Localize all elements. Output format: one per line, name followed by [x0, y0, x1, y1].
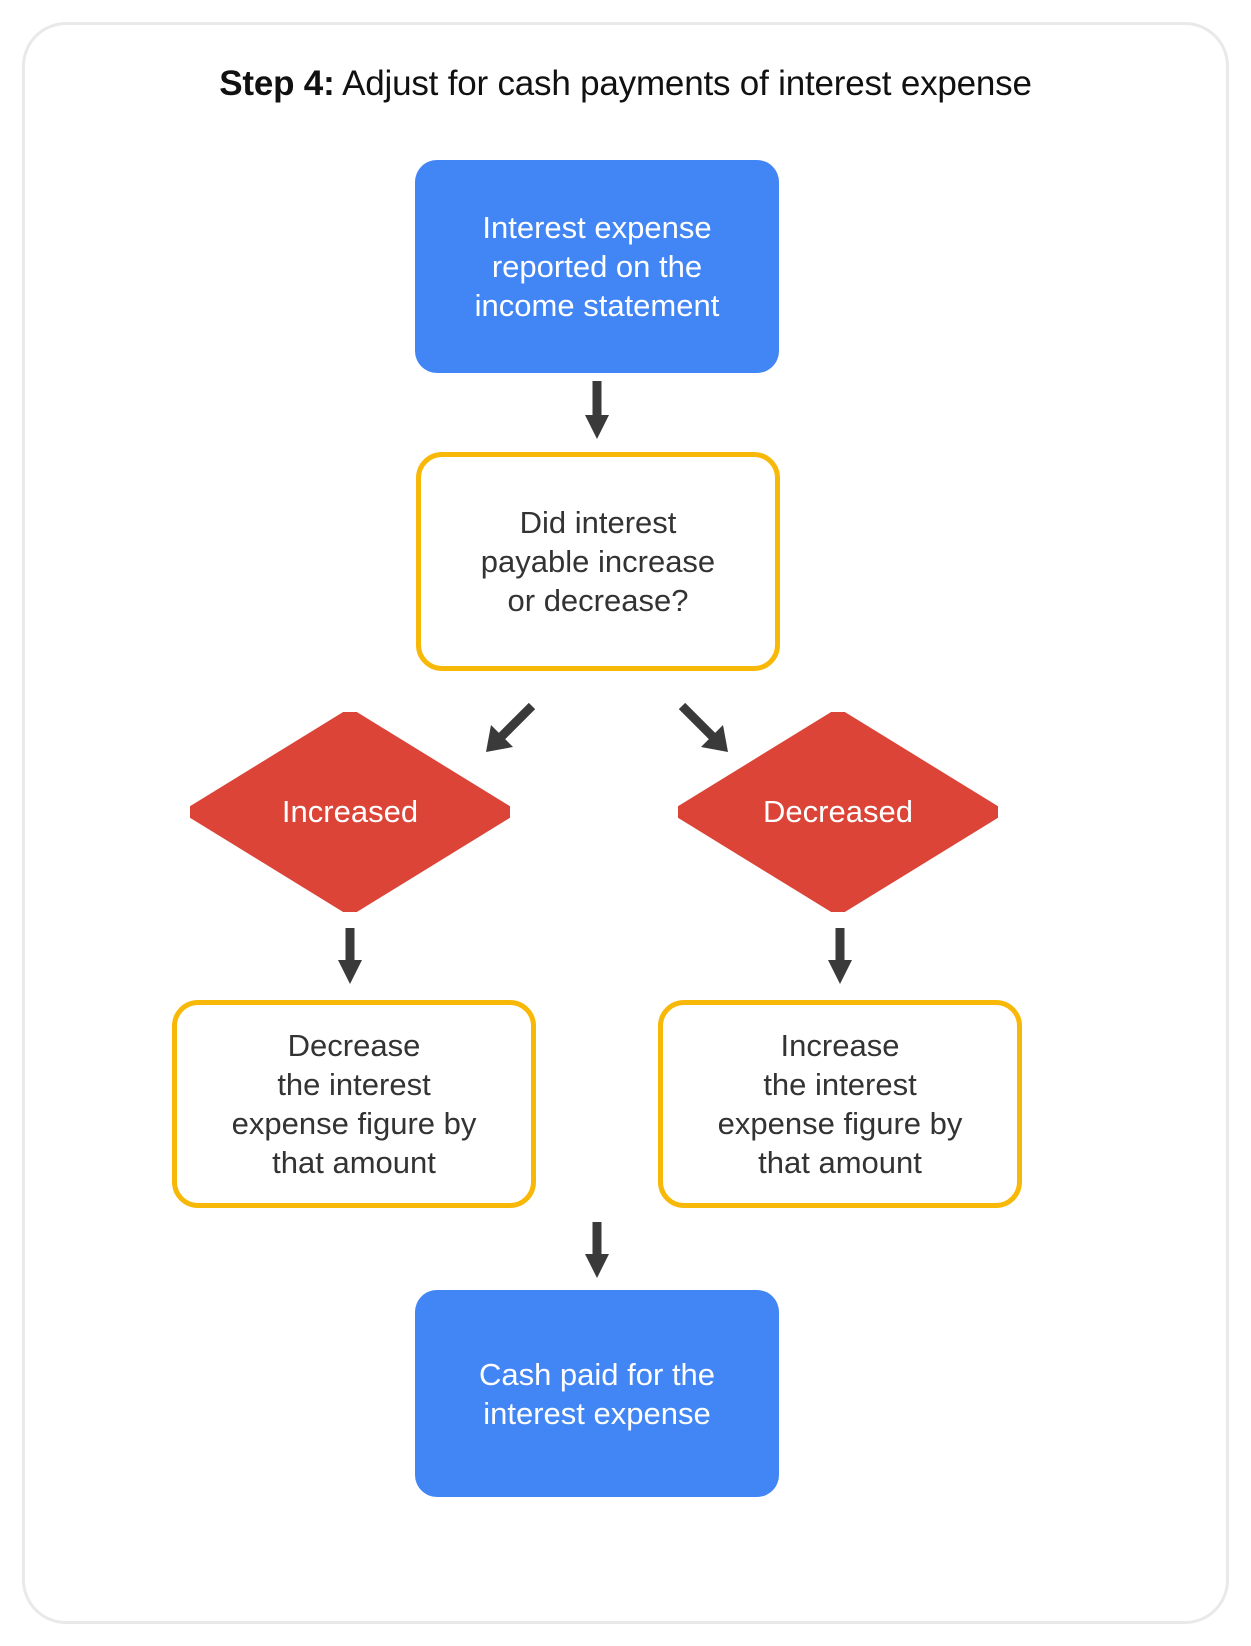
- arrow-down-icon: [583, 381, 611, 441]
- arrow-down-left-icon: [480, 700, 538, 758]
- title-rest: Adjust for cash payments of interest exp…: [334, 64, 1032, 103]
- node-cash-paid[interactable]: Cash paid for the interest expense: [415, 1290, 779, 1497]
- arrow-down-icon-left-branch: [336, 928, 364, 986]
- node-increased[interactable]: Increased: [190, 712, 510, 912]
- node-increase-figure-label: Increase the interest expense figure by …: [717, 1028, 963, 1180]
- node-interest-expense[interactable]: Interest expense reported on the income …: [415, 160, 779, 373]
- arrow-down-icon-right-branch: [826, 928, 854, 986]
- title-bold-prefix: Step 4:: [219, 64, 335, 103]
- node-interest-expense-label: Interest expense reported on the income …: [474, 210, 720, 323]
- node-increase-figure[interactable]: Increase the interest expense figure by …: [658, 1000, 1022, 1208]
- node-decrease-figure[interactable]: Decrease the interest expense figure by …: [172, 1000, 536, 1208]
- node-increased-label: Increased: [281, 794, 419, 829]
- node-decreased[interactable]: Decreased: [678, 712, 998, 912]
- diamond-shape-increased: [190, 712, 510, 912]
- arrow-down-icon-final: [583, 1222, 611, 1280]
- node-decreased-label: Decreased: [763, 794, 913, 829]
- node-decrease-figure-label: Decrease the interest expense figure by …: [231, 1028, 477, 1180]
- node-question-label: Did interest payable increase or decreas…: [480, 505, 716, 618]
- arrow-down-right-icon: [676, 700, 734, 758]
- page-title: Step 4: Adjust for cash payments of inte…: [0, 62, 1251, 106]
- node-question[interactable]: Did interest payable increase or decreas…: [416, 452, 780, 671]
- diamond-shape-decreased: [678, 712, 998, 912]
- node-cash-paid-label: Cash paid for the interest expense: [478, 1356, 716, 1431]
